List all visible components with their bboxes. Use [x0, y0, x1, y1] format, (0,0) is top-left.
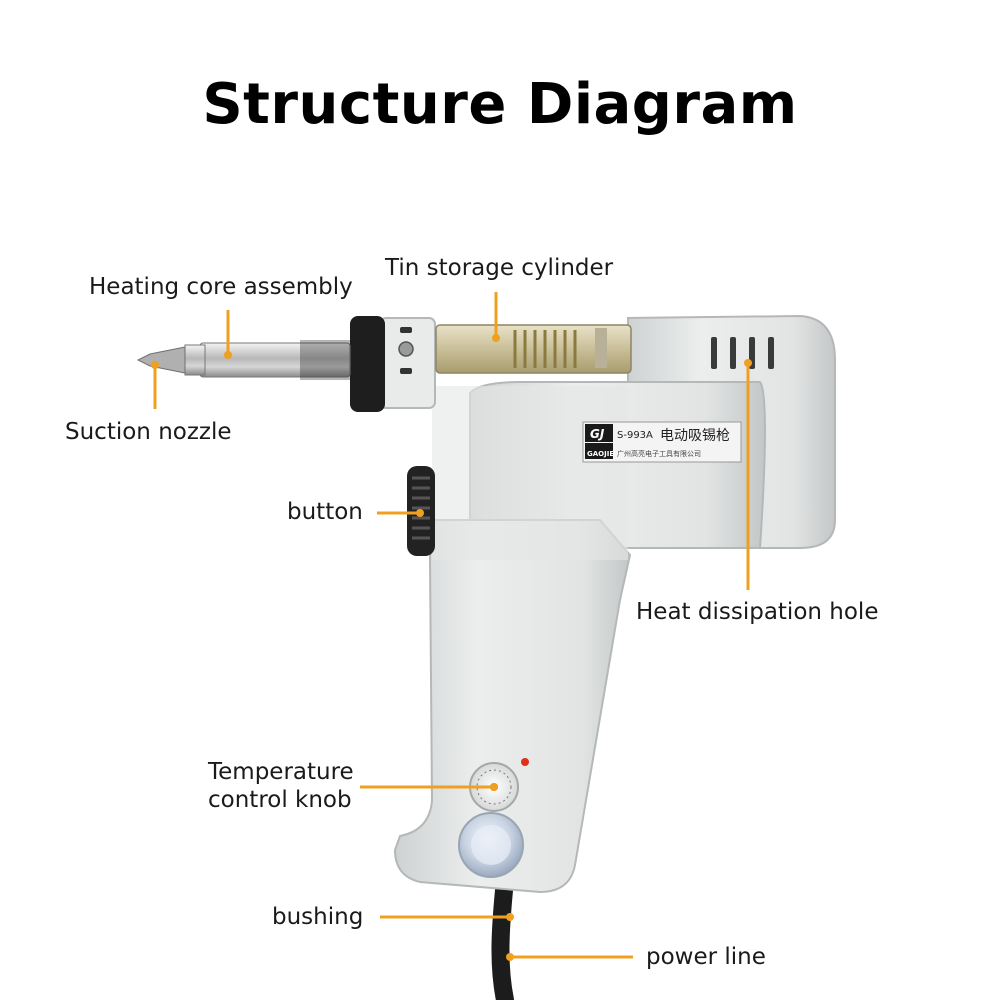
badge-brand: GJ — [590, 427, 605, 441]
power-cord — [491, 871, 514, 1000]
leader-lines — [153, 292, 750, 959]
label-heat-dissipation: Heat dissipation hole — [636, 599, 879, 625]
label-bushing: bushing — [272, 904, 364, 930]
suction-nozzle — [136, 346, 186, 374]
badge-brand-sub: GAOJIE — [587, 450, 614, 458]
label-tin-storage: Tin storage cylinder — [385, 255, 614, 281]
front-collar — [379, 317, 436, 409]
badge-company: 广州高亮电子工具有限公司 — [617, 449, 701, 458]
bushing — [458, 812, 524, 878]
page-title: Structure Diagram — [202, 72, 798, 137]
label-suction-nozzle: Suction nozzle — [65, 419, 232, 445]
label-temperature-knob-line1: Temperature — [208, 759, 354, 785]
product-badge — [582, 421, 742, 463]
label-temperature-knob-line2: control knob — [208, 787, 352, 813]
badge-model: S-993A — [617, 430, 653, 441]
black-nut — [350, 316, 385, 412]
label-power-line: power line — [646, 944, 766, 970]
tin-storage-cylinder — [435, 324, 632, 374]
vent-slots — [711, 337, 774, 369]
heating-core-assembly — [184, 340, 351, 380]
led-indicator — [521, 758, 529, 766]
label-button: button — [287, 499, 363, 525]
badge-name: 电动吸锡枪 — [660, 427, 730, 444]
label-heating-core: Heating core assembly — [89, 274, 353, 300]
leader-dots — [151, 334, 752, 961]
label-temperature-knob: Temperature control knob — [208, 758, 354, 814]
